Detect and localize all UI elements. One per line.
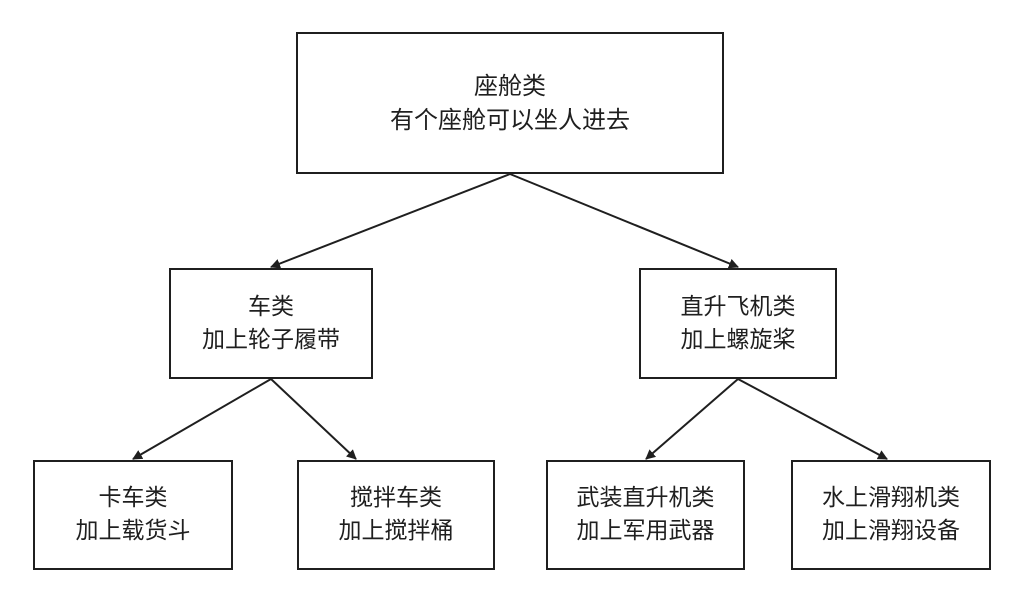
edge-root-to-car — [270, 173, 511, 269]
node-description: 加上螺旋桨 — [680, 326, 796, 353]
edge-car-to-mixer — [270, 378, 357, 460]
node-title: 武装直升机类 — [576, 485, 715, 511]
node-mixer-truck-class: 搅拌车类 加上搅拌桶 — [297, 460, 495, 570]
node-title: 座舱类 — [474, 72, 546, 100]
node-water-glider-class: 水上滑翔机类 加上滑翔设备 — [791, 460, 991, 570]
node-title: 车类 — [248, 293, 294, 320]
node-title: 搅拌车类 — [350, 485, 442, 511]
node-description: 加上载货斗 — [75, 518, 191, 544]
node-description: 有个座舱可以坐人进去 — [390, 106, 630, 134]
edge-root-to-helicopter — [509, 173, 739, 269]
node-truck-class: 卡车类 加上载货斗 — [33, 460, 233, 570]
edge-car-to-truck — [132, 378, 272, 460]
node-car-class: 车类 加上轮子履带 — [169, 268, 373, 379]
node-description: 加上轮子履带 — [202, 326, 340, 353]
node-description: 加上搅拌桶 — [338, 518, 454, 544]
node-description: 加上滑翔设备 — [822, 518, 960, 544]
node-description: 加上军用武器 — [576, 518, 715, 544]
node-helicopter-class: 直升飞机类 加上螺旋桨 — [639, 268, 837, 379]
edge-helicopter-to-water — [737, 378, 888, 460]
node-title: 卡车类 — [98, 485, 168, 511]
edge-helicopter-to-armed — [645, 378, 739, 460]
node-title: 直升飞机类 — [680, 293, 796, 320]
node-armed-helicopter-class: 武装直升机类 加上军用武器 — [546, 460, 745, 570]
node-cabin-class: 座舱类 有个座舱可以坐人进去 — [296, 32, 724, 174]
node-title: 水上滑翔机类 — [822, 485, 960, 511]
